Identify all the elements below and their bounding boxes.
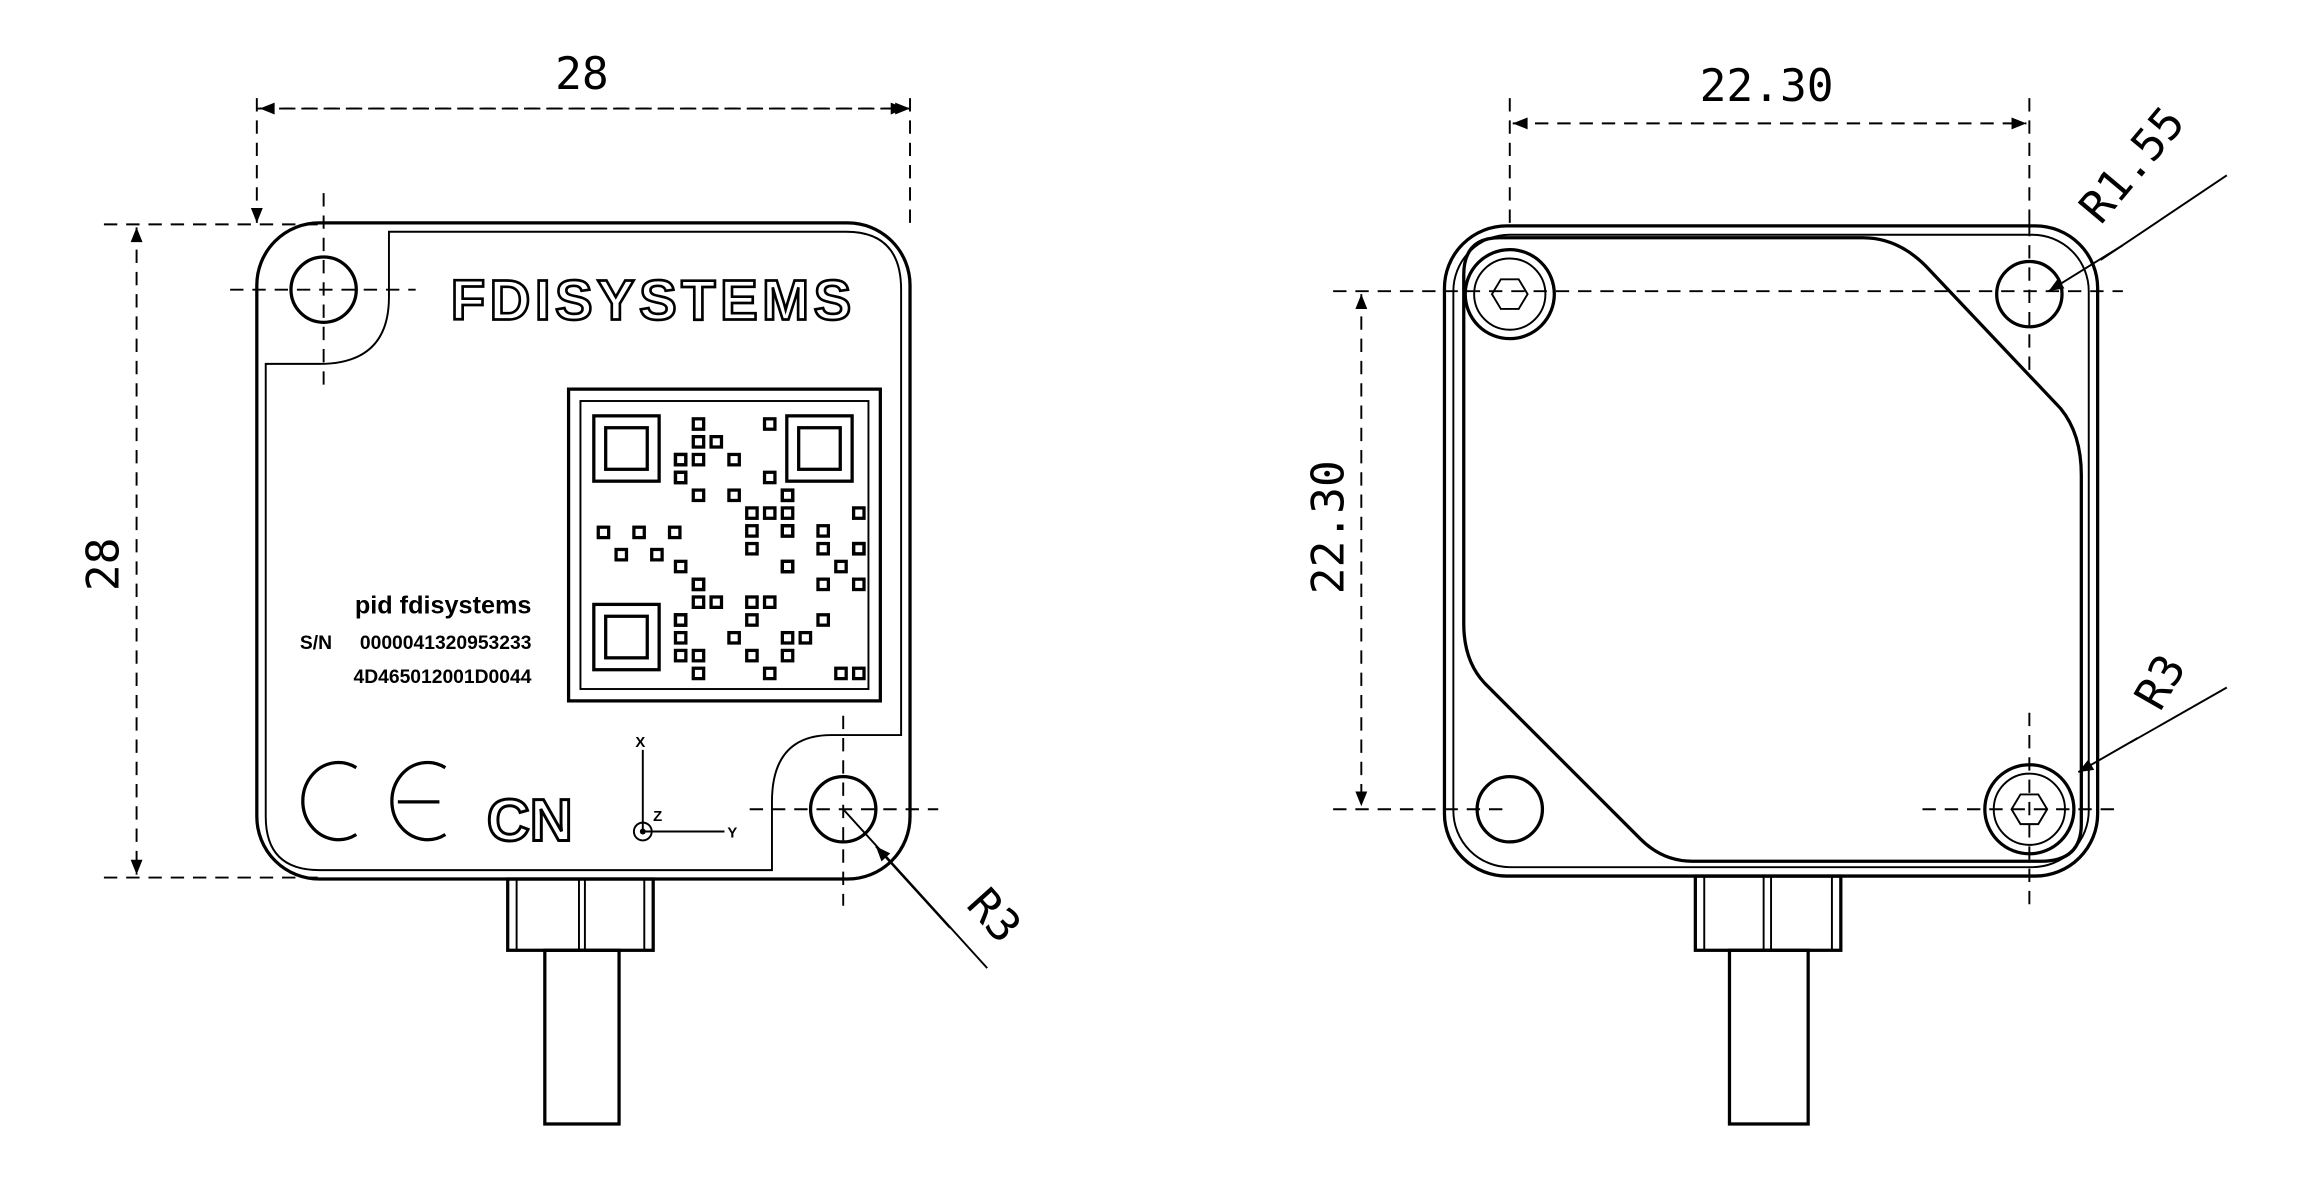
mounting-hole	[289, 255, 358, 324]
ce-mark	[301, 760, 447, 842]
qr-module	[780, 524, 795, 538]
height-dimension: 28	[78, 538, 130, 592]
qr-module	[673, 648, 688, 663]
qr-module	[816, 524, 831, 538]
width-dimension: 28	[555, 48, 609, 100]
qr-module	[727, 488, 741, 503]
qr-module	[673, 630, 688, 645]
brand-logo: FDISYSTEMS	[451, 268, 856, 331]
height-dimension: 22.30	[1303, 460, 1355, 594]
qr-module	[604, 426, 649, 471]
qr-module	[834, 559, 848, 574]
rear-view: 22.30 22.30 R1.55 R3	[1303, 60, 2228, 1126]
qr-module	[851, 506, 866, 520]
cable-connector	[506, 877, 655, 1126]
hex-screw	[1463, 247, 1556, 341]
qr-module	[691, 417, 706, 431]
qr-module	[762, 506, 777, 520]
qr-module	[673, 452, 688, 467]
product-name: pid fdisystems	[355, 591, 532, 619]
serial-number: 0000041320953233	[360, 633, 532, 654]
mounting-hole	[1995, 259, 2064, 329]
qr-module	[851, 541, 866, 556]
width-dimension: 22.30	[1700, 60, 1834, 112]
qr-code	[592, 414, 866, 681]
svg-text:X: X	[635, 735, 645, 751]
qr-module	[745, 595, 759, 609]
serial-label: S/N	[300, 633, 332, 654]
qr-module	[691, 595, 706, 609]
qr-module	[691, 666, 706, 681]
mounting-hole	[808, 774, 878, 844]
qr-module	[604, 614, 649, 660]
qr-module	[851, 666, 866, 681]
corner-radius-dimension: R3	[2124, 646, 2196, 718]
qr-code-frame	[566, 387, 882, 703]
qr-module	[650, 547, 664, 562]
axis-indicator: X Y Z	[632, 735, 737, 841]
qr-module	[691, 488, 706, 503]
svg-text:Y: Y	[727, 825, 737, 841]
qr-module	[745, 506, 759, 520]
qr-module	[673, 470, 688, 485]
qr-module	[797, 426, 842, 471]
qr-module	[762, 595, 777, 609]
qr-module	[780, 559, 795, 574]
qr-module	[745, 613, 759, 627]
qr-module	[762, 417, 777, 431]
qr-module	[691, 435, 706, 449]
qr-module	[780, 648, 795, 663]
qr-module	[785, 414, 854, 483]
hole-radius-dimension: R1.55	[2069, 97, 2195, 233]
qr-module	[727, 452, 741, 467]
qr-module	[745, 524, 759, 538]
qr-module	[834, 666, 848, 681]
qr-module	[745, 541, 759, 556]
qr-module	[727, 630, 741, 645]
qr-module	[762, 470, 777, 485]
cn-mark: CN	[487, 786, 573, 853]
qr-module	[691, 452, 706, 467]
radius-dimension: R3	[957, 878, 1032, 953]
qr-module	[691, 577, 706, 592]
svg-text:Z: Z	[653, 809, 662, 825]
qr-module	[816, 613, 831, 627]
front-view: 28 28 R3 FDISYSTEMS pid fdisystems S/N 0…	[78, 48, 1032, 1126]
qr-module	[745, 648, 759, 663]
device-code: 4D465012001D0044	[353, 667, 531, 688]
qr-module	[780, 630, 795, 645]
label-plate-outline	[264, 230, 903, 872]
mounting-hole	[1475, 774, 1545, 844]
qr-module	[592, 414, 661, 483]
qr-module	[691, 648, 706, 663]
qr-module	[816, 541, 831, 556]
qr-module	[709, 435, 724, 449]
qr-module	[614, 547, 629, 562]
qr-module	[780, 488, 795, 503]
qr-module	[592, 602, 661, 672]
cable-connector	[1693, 874, 1843, 1126]
qr-module	[762, 666, 777, 681]
qr-module	[667, 525, 682, 540]
qr-module	[596, 525, 611, 540]
qr-module	[798, 630, 813, 645]
qr-module	[851, 577, 866, 592]
qr-module	[780, 506, 795, 520]
rear-plate-outline	[1462, 236, 2083, 863]
qr-module	[673, 559, 688, 574]
qr-module	[816, 577, 831, 592]
qr-module	[632, 525, 646, 540]
qr-module	[709, 595, 724, 609]
qr-module	[673, 613, 688, 627]
